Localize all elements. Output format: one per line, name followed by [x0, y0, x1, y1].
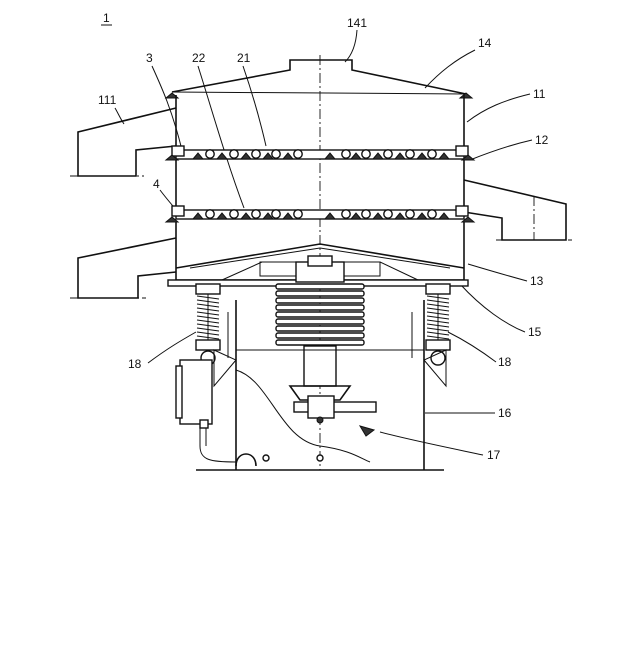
motor-fin — [276, 312, 364, 317]
label-11: 11 — [533, 87, 546, 101]
motor-fin — [276, 326, 364, 331]
label-3: 3 — [146, 51, 153, 65]
label-22: 22 — [192, 51, 206, 65]
motor-fin — [276, 319, 364, 324]
screen-ball — [272, 210, 280, 218]
label-14: 14 — [478, 36, 492, 50]
label-17: 17 — [487, 448, 501, 462]
screen-ball — [294, 210, 302, 218]
label-18-right: 18 — [498, 355, 512, 369]
screen-ball — [342, 150, 350, 158]
middle-frame — [176, 160, 572, 240]
screen-ball — [384, 210, 392, 218]
upper-clamp-right — [456, 146, 468, 156]
screen-ball — [362, 210, 370, 218]
screen-ball — [342, 210, 350, 218]
motor-fin — [276, 340, 364, 345]
screen-ball — [252, 210, 260, 218]
motor-fin — [276, 291, 364, 296]
lower-clamp-right — [456, 206, 468, 216]
screen-ball — [230, 210, 238, 218]
label-12: 12 — [535, 133, 549, 147]
label-16: 16 — [498, 406, 512, 420]
label-15: 15 — [528, 325, 542, 339]
label-141: 141 — [347, 16, 367, 30]
arrow-17 — [360, 426, 374, 436]
label-13: 13 — [530, 274, 544, 288]
spring-left — [196, 284, 220, 365]
figure-number-label: 1 — [103, 11, 110, 25]
upper-frame — [70, 95, 464, 176]
screen-ball — [406, 150, 414, 158]
upper-clamp-left — [172, 146, 184, 156]
screen-ball — [206, 150, 214, 158]
screen-ball — [428, 150, 436, 158]
label-4: 4 — [153, 177, 160, 191]
screen-ball — [428, 210, 436, 218]
motor-fin — [276, 333, 364, 338]
screen-ball — [362, 150, 370, 158]
screen-ball — [384, 150, 392, 158]
control-box — [176, 360, 236, 462]
label-18-left: 18 — [128, 357, 142, 371]
motor-fin — [276, 305, 364, 310]
screen-ball — [406, 210, 414, 218]
motor-fin — [276, 284, 364, 289]
screen-ball — [294, 150, 302, 158]
motor-fin — [276, 298, 364, 303]
label-21: 21 — [237, 51, 251, 65]
reference-labels: 1 141 14 3 22 21 11 111 12 4 13 15 18 18… — [98, 11, 549, 462]
top-cover — [166, 60, 472, 98]
screen-ball — [272, 150, 280, 158]
screen-ball — [230, 150, 238, 158]
lower-clamp-left — [172, 206, 184, 216]
screen-ball — [252, 150, 260, 158]
label-111: 111 — [98, 93, 117, 107]
screen-ball — [206, 210, 214, 218]
